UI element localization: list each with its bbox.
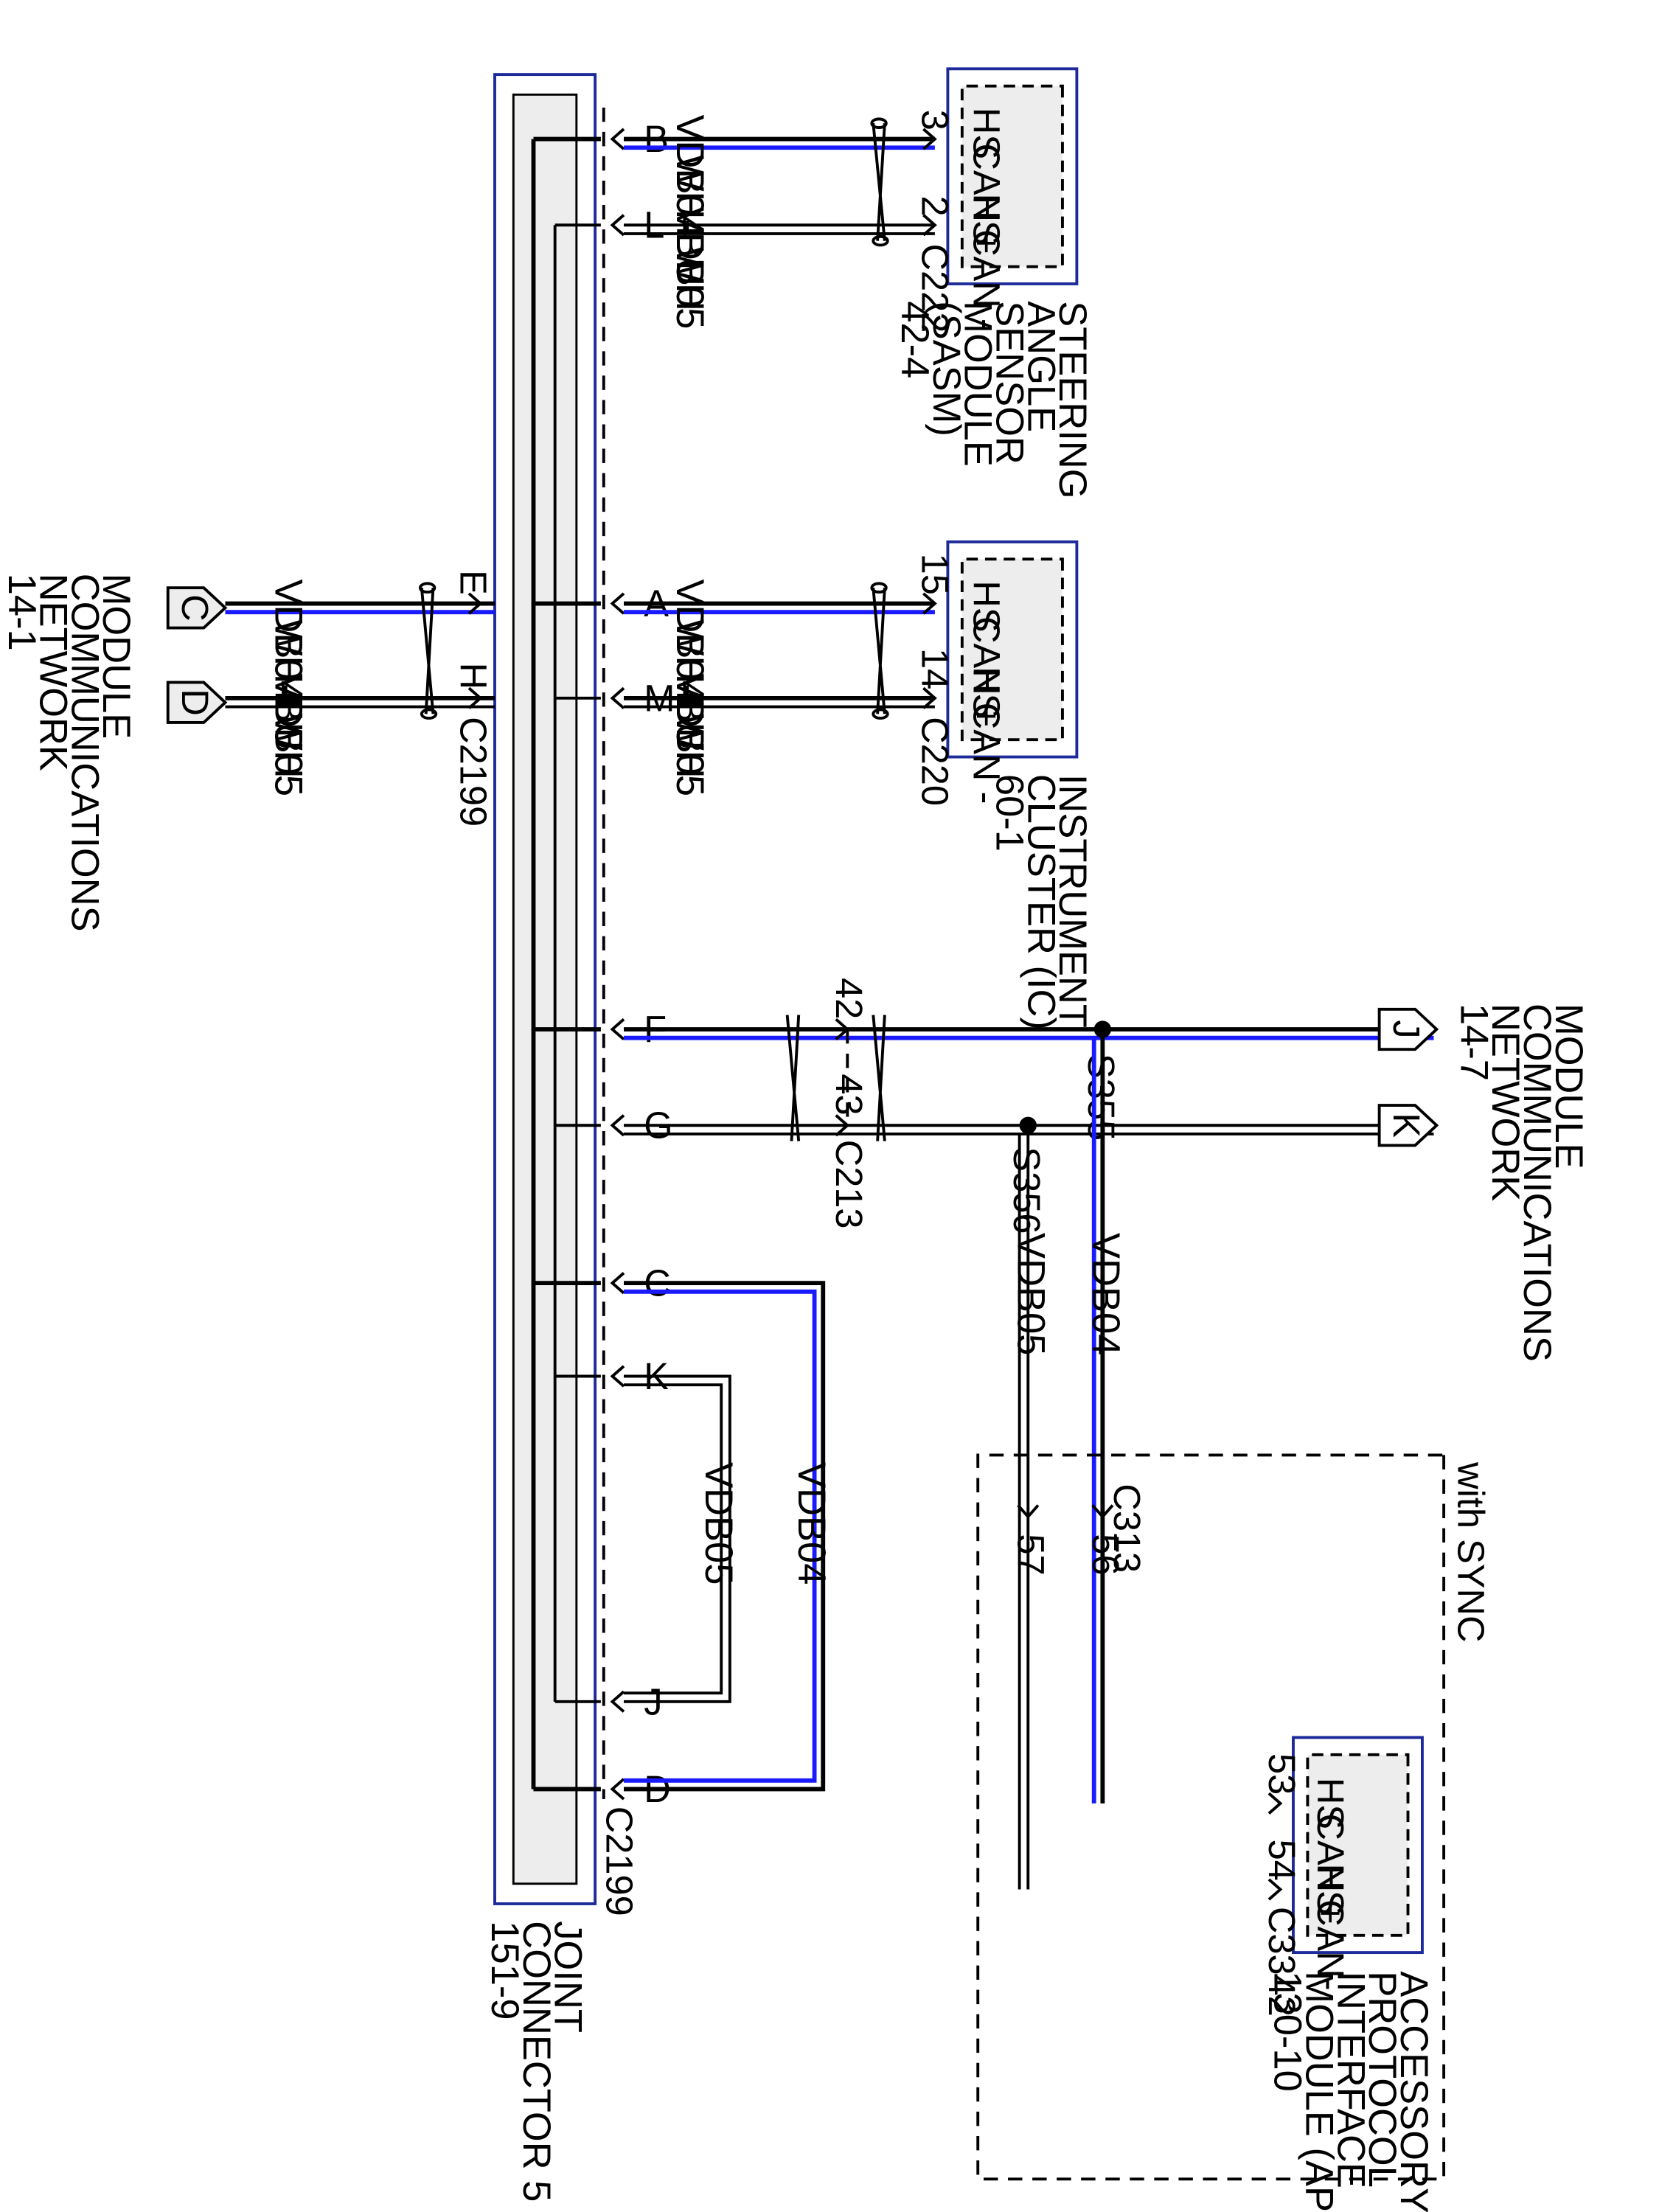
network-right-name: COMMUNICATIONS [1515,1004,1559,1362]
joint-connector-name: 151-9 [483,1921,526,2020]
sasm-name: (SASM) [925,301,968,437]
ic-pin-name: CAN + [965,616,1007,727]
apim-pin-name: HS [1310,1778,1352,1829]
sasm-pin: 2 [914,195,956,216]
wire-circuit-label: VDB05 [668,206,712,329]
network-left-name: NETWORK [32,574,75,771]
apim-name: 130-10 [1266,1971,1310,2091]
c313-pin: 56 [1085,1534,1127,1575]
c313-pin: 57 [1010,1534,1052,1575]
ic-body [960,557,1064,742]
joint-connector-id: C2199 [599,1806,641,1916]
apim-body [1306,1753,1410,1937]
ic-pin: 15 [914,554,956,595]
sasm-name: ANGLE [1019,301,1062,432]
sync-option-box [976,1453,1446,2181]
network-left-connector: C2199 [452,717,494,827]
sasm-module: VDB04 WH-BU VDB05 WH 3 2 HS CAN + HS CAN… [623,67,1094,499]
apim-name: PROTOCOL [1360,1971,1404,2188]
network-right-name: 14-7 [1452,1004,1495,1081]
wire-color-label: WH [668,246,712,310]
network-left: C D VDB04 WH-BU VDB05 WH E H C2199 MODUL… [0,570,495,932]
wire-circuit-label: VDB05 [668,674,712,796]
c213-connector: C213 [828,1140,870,1229]
sasm-name: SENSOR [988,301,1032,465]
sasm-body [960,84,1064,268]
network-tag: J [1385,1020,1427,1038]
ic-pin-name: HS [965,580,1007,632]
network-left-pin: H [452,663,494,690]
sync-option-label: with SYNC [1450,1461,1492,1642]
wire-circuit-label: VDB05 [697,1462,740,1585]
sasm-name: MODULE [956,301,1000,467]
wire-color-label: WH-BU [267,619,310,751]
network-right-name: NETWORK [1484,1004,1527,1201]
wire-color-label: WH [267,714,310,778]
wire-circuit-label: VDB04 [668,579,712,701]
joint-pin-arrows [610,128,625,1801]
network-left-pin: E [452,570,494,595]
joint-loop: VDB04 VDB05 [623,1281,833,1792]
sasm-pin-name: HS [965,193,1007,245]
ic-pin: 14 [914,648,956,689]
sasm-pin-name: CAN + [965,143,1007,254]
apim-name: MODULE (APIM) [1297,1971,1340,2212]
sasm-connector: C222 [914,244,956,333]
apim-pin-name: CAN + [1310,1813,1352,1924]
network-tag: C [174,594,216,622]
apim-outline [1292,1736,1424,1955]
network-right-branch: 42 43 C213 S355 S356 J K MODULE COMMUNIC… [623,978,1590,1890]
ic-connector: C220 [914,717,956,806]
apim-pin-name: CAN- [1310,1899,1352,1991]
wire-color-label: WH-BU [668,155,712,286]
c213-pin: 43 [828,1074,870,1115]
joint-connector-name: JOINT [546,1921,590,2033]
joint-connector-5: B L A M F G C K J D [493,73,675,1905]
apim-name: INTERFACE [1329,1971,1372,2188]
sasm-outline [946,67,1079,285]
c313-connector: C313 [1106,1484,1148,1573]
apim-pin-name: HS [1310,1864,1352,1916]
c213-pin: 42 [828,978,870,1019]
ic-name: INSTRUMENT [1051,774,1094,1028]
wire-circuit-label: VDB05 [267,674,310,796]
sasm-name: STEERING [1051,301,1094,498]
ic-module: VDB04 WH-BU VDB05 WH 15 14 HS CAN + HS C… [623,540,1094,1030]
apim-name: ACCESSORY [1392,1971,1436,2212]
wire-circuit-label: VDB04 [790,1462,833,1585]
joint-connector-name: CONNECTOR 5 [515,1921,558,2202]
network-left-name: MODULE [94,574,138,740]
wire-circuit-label: VDB05 [1009,1233,1053,1355]
network-left-name: 14-1 [0,574,44,651]
ic-pin-name: CAN - [965,703,1007,804]
sasm-pin-name: HS [965,108,1007,159]
apim-connector: C3342 [1261,1907,1303,2017]
network-tag: D [174,689,216,716]
wire-color-label: WH [668,714,712,778]
apim-module: with SYNC 53 54 HS CAN + HS CAN- C3342 A… [976,1453,1492,2212]
ic-name: CLUSTER (IC) [1019,774,1062,1030]
sasm-name: 42-4 [893,301,936,378]
apim-pin: 54 [1261,1840,1303,1881]
sasm-pin-name: CAN - [965,229,1007,331]
joint-connector-outline [493,73,597,1905]
ic-outline [946,540,1079,759]
network-right-name: MODULE [1547,1004,1590,1169]
wire-color-label: WH-BU [668,619,712,751]
ic-name: 60-1 [988,774,1032,852]
apim-pin: 53 [1261,1753,1303,1795]
network-tag: K [1385,1113,1427,1138]
wire-circuit-label: VDB04 [1084,1233,1127,1355]
ic-pin-name: HS [965,667,1007,718]
joint-connector-body [512,93,578,1885]
network-left-name: COMMUNICATIONS [63,574,106,932]
wire-circuit-label: VDB04 [267,579,310,701]
sasm-pin: 3 [914,110,956,131]
wire-circuit-label: VDB04 [668,115,712,237]
